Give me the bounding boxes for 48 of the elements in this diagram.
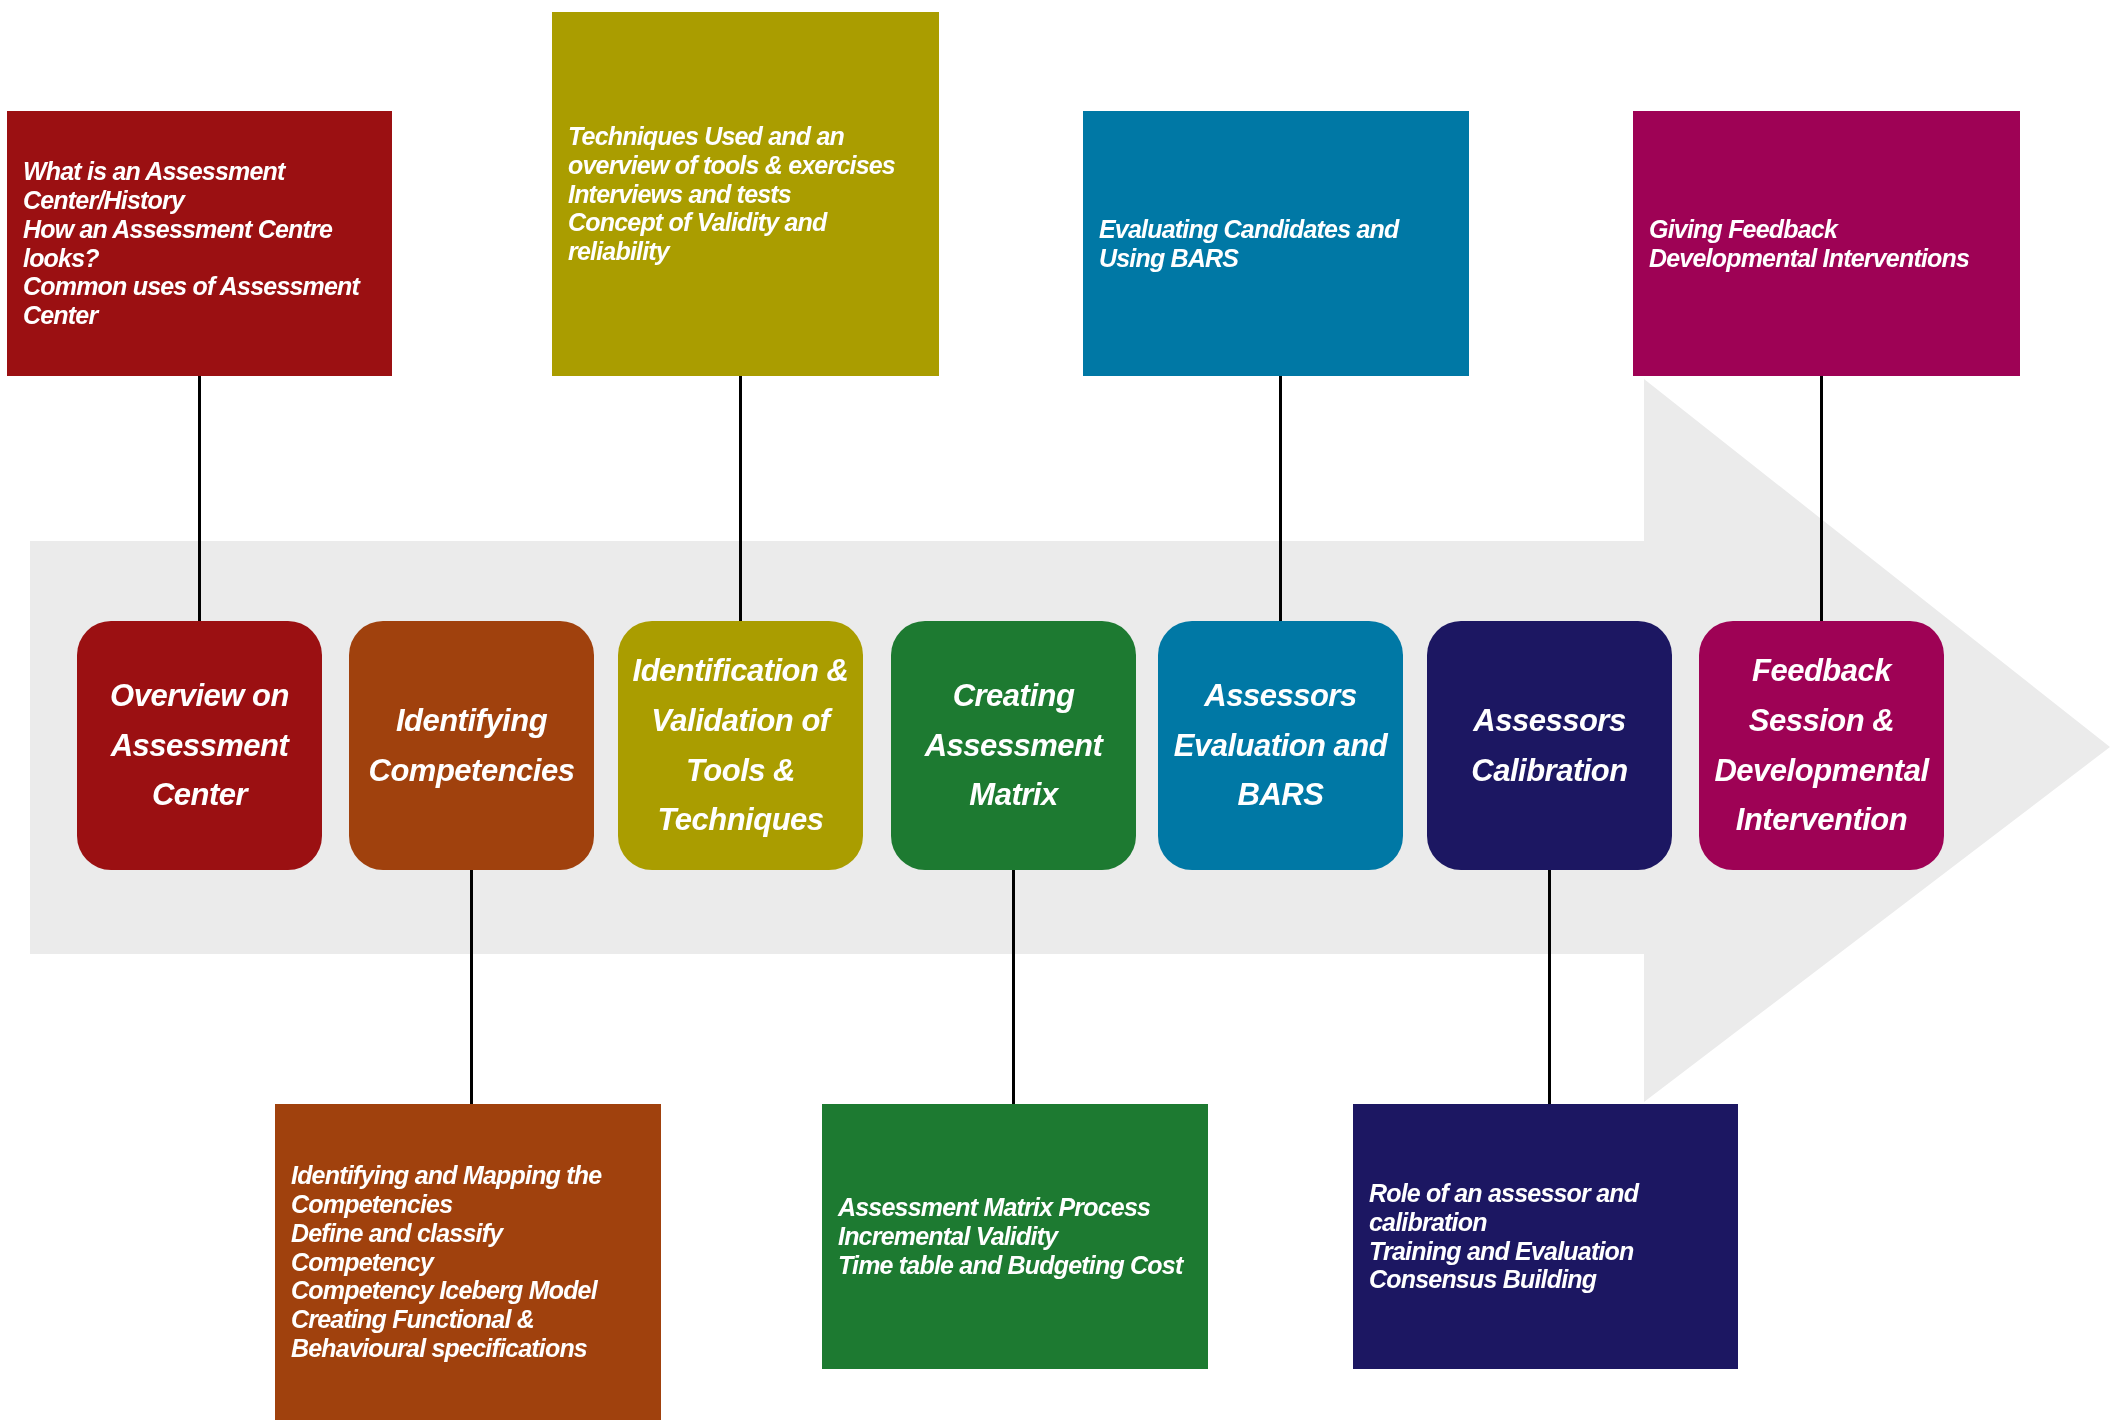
connector-line — [739, 376, 742, 621]
step-box — [618, 621, 863, 870]
step-box — [891, 621, 1136, 870]
topic-text: How an Assessment Centre looks? — [23, 214, 334, 273]
topic-text: Evaluating Candidates and Using BARS — [1099, 214, 1401, 273]
connector-line — [1548, 870, 1551, 1104]
connector-line — [1279, 376, 1282, 621]
step-box — [1158, 621, 1403, 870]
topic-text: Techniques Used and an overview of tools & exercises — [568, 122, 896, 180]
topic-text: Training and Evaluation — [1369, 1236, 1634, 1266]
topic-box — [1083, 111, 1469, 376]
step-label: Feedback Session & Developmental Intervention — [1713, 652, 1931, 840]
step-label: Assessors Calibration — [1470, 701, 1629, 790]
topic-box — [275, 1104, 661, 1420]
topic-text: Define and classify Competency — [291, 1218, 505, 1277]
topic-text: Giving Feedback — [1649, 214, 1838, 244]
step-box — [349, 621, 594, 870]
topic-box — [1633, 111, 2020, 376]
topic-text: Competency Iceberg Model — [291, 1276, 597, 1306]
step-label: Assessors Evaluation and BARS — [1172, 677, 1389, 815]
step-label: Creating Assessment Matrix — [923, 677, 1105, 815]
topic-box — [552, 12, 939, 376]
timeline-band — [30, 379, 2110, 1102]
topic-text: Consensus Building — [1369, 1265, 1597, 1294]
step-box — [1699, 621, 1944, 870]
topic-text: Common uses of Assessment Center — [23, 272, 362, 330]
topic-box — [7, 111, 392, 376]
topic-text: Assessment Matrix Process — [838, 1193, 1151, 1223]
topic-text: Role of an assessor and calibration — [1369, 1179, 1641, 1237]
topic-text: Incremental Validity — [838, 1222, 1058, 1251]
topic-text: Creating Functional & Behavioural specifications — [291, 1305, 588, 1363]
step-box — [1427, 621, 1672, 870]
step-box — [77, 621, 322, 870]
topic-box — [1353, 1104, 1738, 1369]
topic-text: Identifying and Mapping the Competencies — [291, 1161, 603, 1219]
topic-box — [822, 1104, 1208, 1369]
topic-text: What is an Assessment Center/History — [23, 157, 287, 215]
topic-text: Time table and Budgeting Cost — [838, 1250, 1183, 1280]
topic-text: Interviews and tests — [568, 179, 791, 209]
topic-text: Developmental Interventions — [1649, 243, 1970, 273]
topic-text: Concept of Validity and reliability — [568, 208, 829, 266]
connector-line — [470, 870, 473, 1104]
step-label: Overview on Assessment Center — [109, 677, 291, 815]
connector-line — [198, 376, 201, 621]
connector-line — [1012, 870, 1015, 1104]
step-label: Identification & Validation of Tools & Techniques — [631, 652, 850, 840]
connector-line — [1820, 376, 1823, 621]
step-label: Identifying Competencies — [367, 701, 576, 790]
